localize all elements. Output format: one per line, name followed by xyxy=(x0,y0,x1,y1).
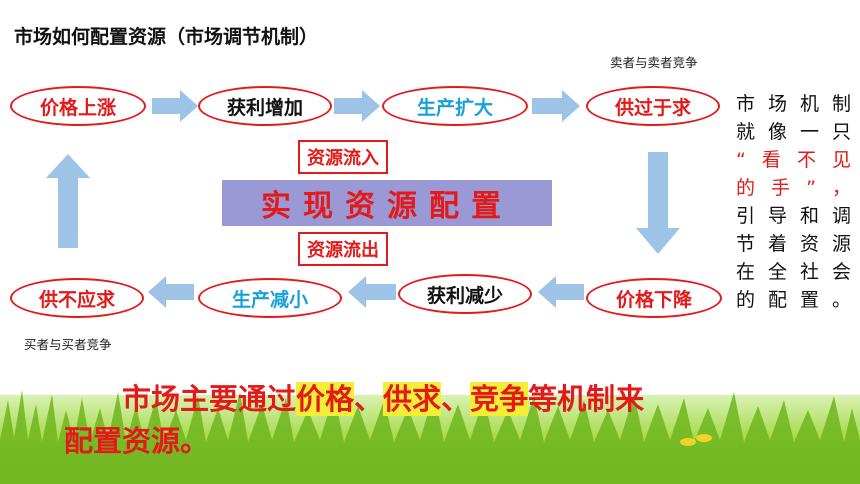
node-price-rise: 价格上涨 xyxy=(10,86,146,126)
summary-text: 市场主要通过 xyxy=(122,382,297,416)
resource-outflow-label: 资源流出 xyxy=(298,232,388,266)
side-line-highlight: “看不见 xyxy=(736,149,854,171)
summary-statement: 市场主要通过价格、供求、竞争等机制来配置资源。 xyxy=(64,378,804,462)
grass-decoration xyxy=(0,390,860,484)
node-price-fall: 价格下降 xyxy=(586,278,722,318)
arrow-right-1 xyxy=(152,90,198,122)
side-line: 在全社会 xyxy=(736,261,854,283)
flower-petal xyxy=(680,438,696,446)
side-line: 市场机制 xyxy=(736,93,854,115)
node-undersupply: 供不应求 xyxy=(10,278,144,318)
arrow-down xyxy=(636,152,680,254)
summary-text: 等机制来 xyxy=(528,382,645,416)
node-oversupply: 供过于求 xyxy=(586,86,720,126)
invisible-hand-text: 市场机制 就像一只 “看不见 的手”， 引导和调 节着资源 在全社会 的配置。 xyxy=(736,90,854,314)
arrow-up xyxy=(46,154,90,248)
seller-competition-note: 卖者与卖者竞争 xyxy=(610,55,698,70)
cycle-arrows xyxy=(46,90,680,308)
side-line-highlight: 的手”， xyxy=(736,177,854,199)
side-line: 引导和调 xyxy=(736,205,854,227)
slide-title: 市场如何配置资源（市场调节机制） xyxy=(14,26,319,48)
side-line: 就像一只 xyxy=(736,121,854,143)
summary-text: 配置资源。 xyxy=(64,424,210,458)
side-line: 的配置。 xyxy=(736,289,854,311)
keyword-price: 价格 xyxy=(296,382,355,416)
node-production-reduce: 生产减小 xyxy=(198,278,342,318)
resource-inflow-label: 资源流入 xyxy=(298,140,388,174)
arrow-right-3 xyxy=(532,90,580,122)
keyword-competition: 竞争 xyxy=(470,382,529,416)
arrow-left-2 xyxy=(348,276,396,308)
arrow-right-2 xyxy=(334,90,380,122)
summary-sep: 、 xyxy=(441,382,471,416)
node-production-expand: 生产扩大 xyxy=(382,86,528,126)
side-line: 节着资源 xyxy=(736,233,854,255)
keyword-supply-demand: 供求 xyxy=(383,382,442,416)
center-banner-text: 实现资源配置 xyxy=(261,189,513,224)
arrow-left-1 xyxy=(538,276,584,308)
summary-sep: 、 xyxy=(354,382,384,416)
arrow-left-3 xyxy=(148,276,194,308)
center-banner: 实现资源配置 xyxy=(222,180,552,226)
buyer-competition-note: 买者与买者竞争 xyxy=(24,337,112,352)
node-profit-decrease: 获利减少 xyxy=(398,274,532,314)
node-profit-increase: 获利增加 xyxy=(198,86,332,126)
flower-petal xyxy=(696,434,712,442)
